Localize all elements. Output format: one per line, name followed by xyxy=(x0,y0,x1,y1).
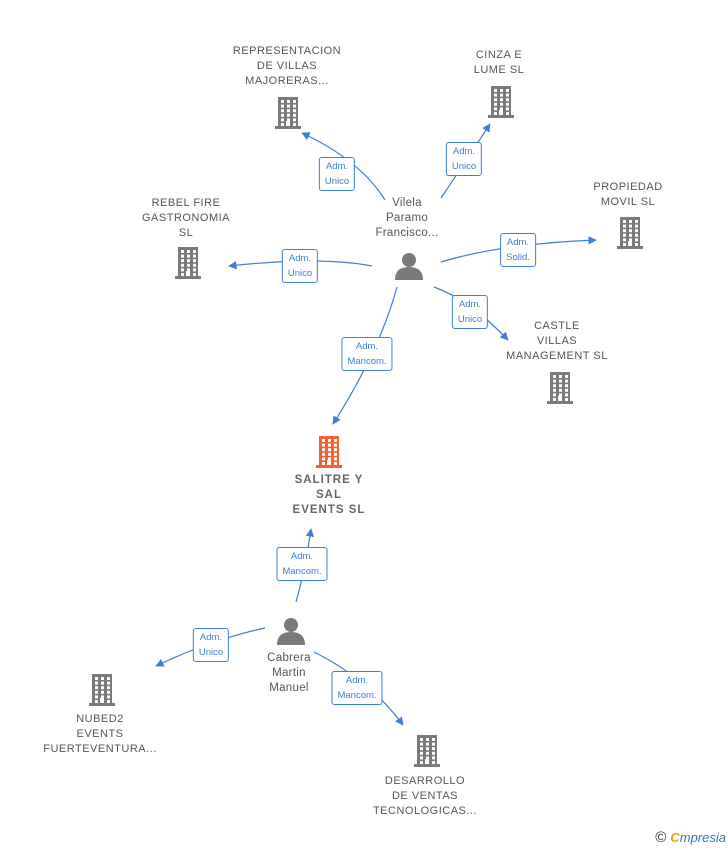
brand-initial: C xyxy=(670,830,680,845)
person-icon-p1 xyxy=(395,253,423,280)
node-label-p2[interactable]: Cabrera Martin Manuel xyxy=(267,652,311,694)
node-label-main[interactable]: SALITRE Y SAL EVENTS SL xyxy=(292,474,366,516)
node-label-c4[interactable]: REBEL FIRE GASTRONOMIA SL xyxy=(141,197,231,239)
node-label-p1[interactable]: Vilela Paramo Francisco... xyxy=(375,197,439,239)
edge-label-p1-c2[interactable]: Adm. Unico xyxy=(445,142,483,176)
building-icon-c5 xyxy=(547,372,573,404)
building-icon-c7 xyxy=(414,735,440,767)
edge-label-p1-c4[interactable]: Adm. Unico xyxy=(281,249,319,283)
edge-label-p1-c3[interactable]: Adm. Solid. xyxy=(500,233,536,267)
building-icon-c3 xyxy=(617,217,643,249)
building-icon-c2 xyxy=(488,86,514,118)
node-label-c1[interactable]: REPRESENTACION DE VILLAS MAJORERAS... xyxy=(232,45,342,87)
copyright-symbol: © xyxy=(655,829,667,846)
building-icon-c1 xyxy=(275,97,301,129)
edge-label-p1-main[interactable]: Adm. Mancom. xyxy=(341,337,393,371)
node-label-c2[interactable]: CINZA E LUME SL xyxy=(473,49,525,76)
highlight-building-icon-main xyxy=(316,436,342,468)
building-icon-c4 xyxy=(175,247,201,279)
icons-layer xyxy=(89,86,643,767)
node-label-c3[interactable]: PROPIEDAD MOVIL SL xyxy=(593,181,663,208)
edge-label-p2-c7[interactable]: Adm. Mancom. xyxy=(331,671,383,705)
brand-name: mpresia xyxy=(679,830,726,845)
node-label-c6[interactable]: NUBED2 EVENTS FUERTEVENTURA... xyxy=(43,713,157,755)
empresia-watermark: ©Cmpresia xyxy=(655,829,726,846)
node-label-c5[interactable]: CASTLE VILLAS MANAGEMENT SL xyxy=(506,320,608,362)
node-label-c7[interactable]: DESARROLLO DE VENTAS TECNOLOGICAS... xyxy=(372,775,478,817)
edge-label-p2-main[interactable]: Adm. Mancom. xyxy=(276,547,328,581)
edge-label-p2-c6[interactable]: Adm. Unico xyxy=(192,628,230,662)
edge-label-p1-c5[interactable]: Adm. Unico xyxy=(451,295,489,329)
person-icon-p2 xyxy=(277,618,305,645)
edge-label-p1-c1[interactable]: Adm. Unico xyxy=(318,157,356,191)
building-icon-c6 xyxy=(89,674,115,706)
